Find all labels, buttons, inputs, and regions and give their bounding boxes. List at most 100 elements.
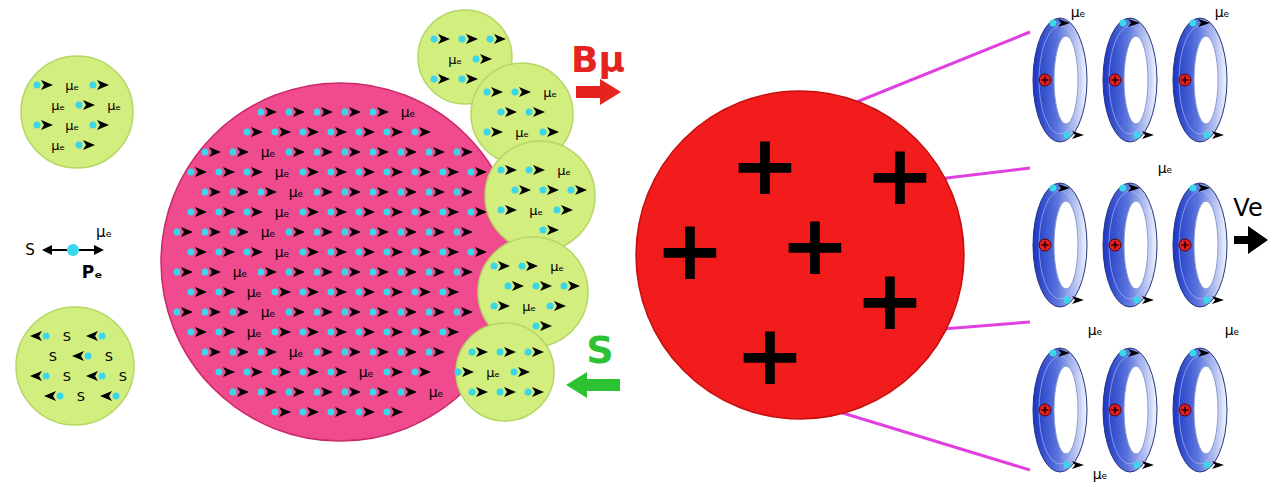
electron-arrow	[398, 227, 418, 237]
electron-arrow	[384, 207, 404, 217]
electron-arrow	[384, 247, 404, 257]
electron-arrow	[286, 307, 306, 317]
electron-arrow	[272, 327, 292, 337]
electron-arrow	[174, 227, 194, 237]
electron-arrow	[398, 147, 418, 157]
node-label: S	[119, 370, 127, 383]
spin-arrows	[455, 347, 545, 397]
electron-arrow	[454, 267, 474, 277]
electron-arrow	[174, 307, 194, 317]
electron-arrow	[272, 407, 292, 417]
electron-arrow	[188, 247, 208, 257]
electron-arrow	[356, 127, 376, 137]
torus	[1103, 183, 1157, 307]
circle-fill	[485, 141, 595, 251]
electron-arrow	[398, 387, 418, 397]
electron-arrow	[300, 127, 320, 137]
circle-outline	[20, 55, 134, 169]
electron-arrow	[342, 107, 362, 117]
electron-arrow	[314, 307, 334, 317]
electron-arrow	[440, 287, 460, 297]
electron-arrow	[512, 87, 532, 97]
electron-arrow	[300, 167, 320, 177]
moment-label: μₑ	[96, 225, 112, 240]
electron-arrow	[533, 281, 553, 291]
electron-arrow	[440, 207, 460, 217]
electron-arrow	[230, 187, 250, 197]
node-label: S	[63, 330, 71, 343]
electron-arrow	[384, 407, 404, 417]
node-label: μₑ	[275, 165, 290, 179]
electron-arrow	[384, 127, 404, 137]
electron-arrow	[258, 107, 278, 117]
electron-arrow	[370, 387, 390, 397]
node-label: μₑ	[529, 204, 543, 217]
node-label: μₑ	[247, 285, 262, 299]
electron-arrow	[454, 147, 474, 157]
electron-arrow	[216, 287, 236, 297]
node-label: S	[77, 390, 85, 403]
electron-arrow	[370, 307, 390, 317]
torus	[1173, 348, 1227, 472]
electron-arrow	[454, 227, 474, 237]
electron-arrow	[498, 165, 518, 175]
electron-symbol	[42, 244, 104, 256]
electron-arrow	[30, 331, 50, 341]
electron-arrow	[356, 327, 376, 337]
electron-arrow	[412, 287, 432, 297]
electron-arrow	[412, 327, 432, 337]
electron-arrow	[356, 247, 376, 257]
circle-fill	[418, 10, 512, 104]
electron-arrow	[244, 127, 264, 137]
electron-arrow	[512, 185, 532, 195]
electron-arrow	[370, 147, 390, 157]
node-label: μₑ	[359, 365, 374, 379]
electron-arrow	[300, 407, 320, 417]
electron-arrow	[455, 367, 475, 377]
electron-arrow	[468, 167, 488, 177]
node-label: μₑ	[65, 119, 79, 132]
electron-arrow	[459, 34, 479, 44]
electron-arrow	[412, 167, 432, 177]
electron-arrow	[370, 267, 390, 277]
electron-arrow	[300, 247, 320, 257]
electron-arrow	[202, 187, 222, 197]
torus	[1173, 183, 1227, 307]
electron-arrow	[342, 147, 362, 157]
node-label: μₑ	[233, 265, 248, 279]
node-label: μₑ	[261, 145, 276, 159]
electron-arrow	[426, 227, 446, 237]
electron-arrow	[370, 187, 390, 197]
electron-arrow	[188, 167, 208, 177]
electron-arrow	[100, 391, 120, 401]
electron-arrow	[511, 367, 531, 377]
electron-arrow	[34, 80, 54, 90]
electron-arrow	[286, 387, 306, 397]
node-label: μₑ	[247, 325, 262, 339]
electron-arrow	[188, 207, 208, 217]
electron-arrow	[244, 207, 264, 217]
electron-arrow	[561, 281, 581, 291]
electron-arrow	[356, 287, 376, 297]
electron-arrow	[202, 347, 222, 357]
electron-arrow	[300, 327, 320, 337]
torus	[1033, 183, 1087, 307]
electron-arrow	[272, 127, 292, 137]
charge-sign: +	[735, 313, 805, 397]
field-label: Bμ	[571, 42, 625, 78]
node-label: μₑ	[107, 99, 121, 112]
electron-arrow	[286, 227, 306, 237]
electron-arrow	[440, 167, 460, 177]
electron-arrow	[286, 147, 306, 157]
electron-arrow	[525, 387, 545, 397]
moment-label: μₑ	[1213, 4, 1232, 20]
electron-arrow	[202, 307, 222, 317]
electron-arrow	[487, 34, 507, 44]
electron-arrow	[519, 261, 539, 271]
electron-arrow	[216, 207, 236, 217]
electron-arrow	[412, 207, 432, 217]
electron-arrow	[202, 227, 222, 237]
electron-arrow	[300, 207, 320, 217]
electron-arrow	[370, 347, 390, 357]
